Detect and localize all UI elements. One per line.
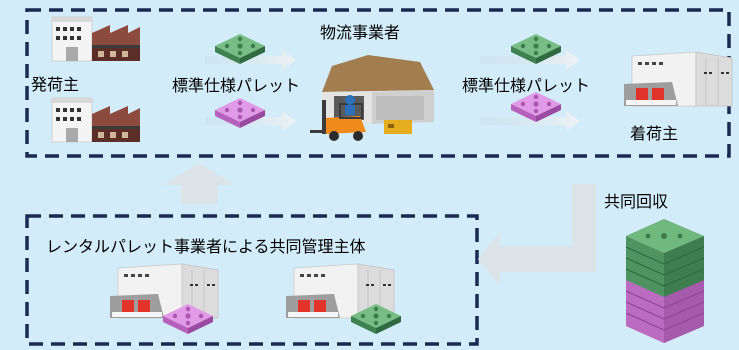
- shipper-factory-icon: [51, 16, 141, 62]
- collection-down-arrow: [478, 184, 596, 286]
- shipper-factory-icon: [51, 97, 141, 143]
- joint-management-label: レンタルパレット事業者による共同管理主体: [46, 237, 366, 256]
- standard-pallet-label-right: 標準仕様パレット: [462, 76, 591, 95]
- rental-warehouse-icon: [109, 263, 219, 319]
- consignee-warehouse-icon: [623, 51, 733, 107]
- forklift-icon: [310, 95, 366, 141]
- bottom-dashed-frame: [25, 214, 479, 346]
- joint-collection-label: 共同回収: [604, 192, 669, 211]
- return-up-arrow: [163, 163, 235, 204]
- logistics-operator-label: 物流事業者: [320, 23, 401, 42]
- flow-arrow-1: [205, 50, 296, 70]
- standard-pallet-label-left: 標準仕様パレット: [172, 76, 301, 95]
- consignee-label: 着荷主: [630, 124, 679, 143]
- flow-arrow-4: [480, 111, 580, 131]
- pallet-stack-icon: [625, 219, 705, 343]
- shipper-label: 発荷主: [31, 75, 80, 94]
